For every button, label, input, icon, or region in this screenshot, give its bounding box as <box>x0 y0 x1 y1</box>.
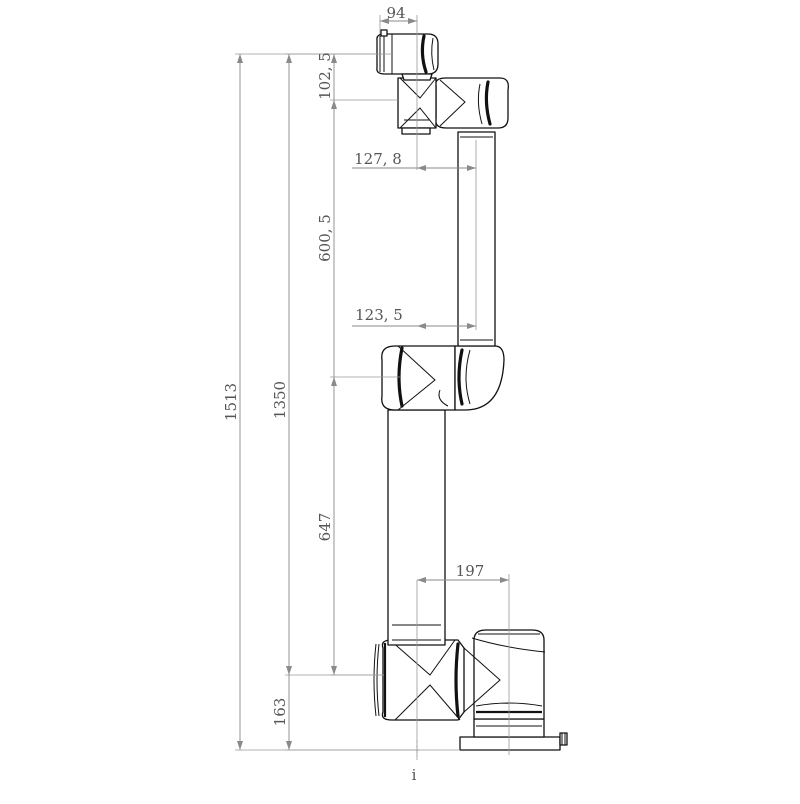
dim-shoulder-height-line <box>286 54 292 675</box>
base-plate <box>459 718 561 751</box>
label-wrist-width: 94 <box>386 4 405 22</box>
dim-base-height-line <box>286 675 292 750</box>
label-shoulder-height: 1350 <box>271 381 289 419</box>
dim-base-offset-line <box>417 577 509 583</box>
label-forearm-offset: 127, 8 <box>354 150 402 168</box>
dim-elbow-offset-line <box>352 323 476 329</box>
wrist-3-joint <box>376 33 439 81</box>
dim-wrist-length-line <box>331 54 337 100</box>
label-base-offset: 197 <box>456 562 485 580</box>
label-upper-arm-length: 647 <box>316 513 334 542</box>
upper-arm-tube <box>387 409 446 646</box>
extension-lines <box>235 15 510 760</box>
tool-flange-pin <box>380 29 388 37</box>
label-total-height: 1513 <box>222 383 240 421</box>
drawing-caption: i <box>412 766 417 784</box>
forearm-tube <box>457 131 496 347</box>
shoulder-joint <box>373 637 546 721</box>
dim-total-height-line <box>237 54 243 750</box>
wrist-2-joint <box>435 77 509 129</box>
label-forearm-length: 600, 5 <box>316 214 334 262</box>
dim-wrist-width-line <box>380 18 417 24</box>
elbow-joint <box>381 345 505 411</box>
dim-forearm-line <box>331 100 337 377</box>
dim-upper-arm-line <box>331 377 337 675</box>
label-wrist-length: 102, 5 <box>316 52 334 100</box>
dim-forearm-offset-line <box>352 165 476 171</box>
label-base-height: 163 <box>271 698 289 727</box>
base-connector <box>559 732 568 746</box>
label-elbow-offset: 123, 5 <box>355 306 403 324</box>
